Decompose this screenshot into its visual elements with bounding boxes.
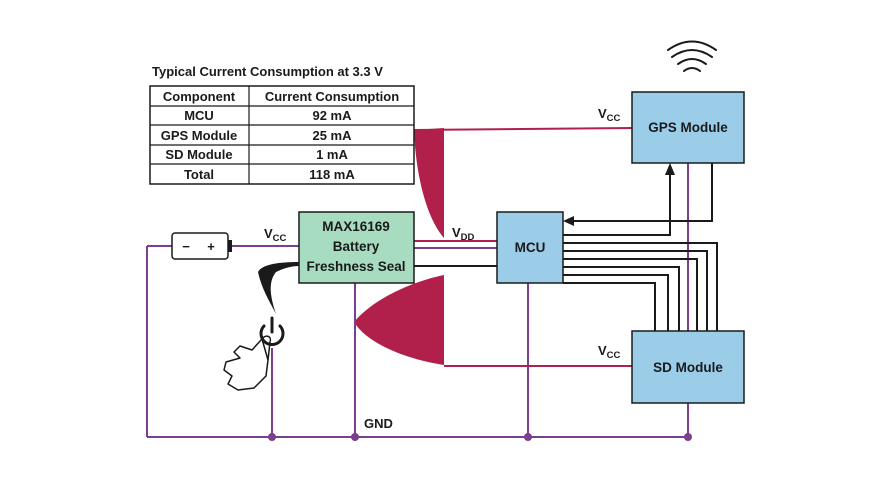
switch-lever <box>258 262 299 314</box>
gnd-bus <box>146 163 689 438</box>
callout-wedge-upper <box>414 128 444 238</box>
battery-minus: − <box>182 239 190 254</box>
vcc-label-gps: VCC <box>598 106 621 124</box>
signal-lines <box>414 163 718 331</box>
table-header-component: Component <box>163 89 236 104</box>
gnd-label: GND <box>364 416 393 431</box>
table-header-consumption: Current Consumption <box>265 89 399 104</box>
vcc-label-sd: VCC <box>598 343 621 361</box>
arrow-into-gps <box>665 163 675 175</box>
junction-dot <box>268 433 276 441</box>
gps-label: GPS Module <box>648 120 728 135</box>
vcc-label-battery: VCC <box>264 226 287 244</box>
sd-module-block: SD Module <box>631 330 745 404</box>
gnd-junctions <box>268 433 692 441</box>
mcu-block: MCU <box>496 211 564 284</box>
gps-module-block: GPS Module <box>631 91 745 164</box>
battery-icon: − + <box>171 232 232 260</box>
hand-pointer-icon <box>223 335 272 391</box>
sd-label: SD Module <box>653 360 723 375</box>
current-callout-wedges <box>354 128 444 365</box>
current-table: Typical Current Consumption at 3.3 V Com… <box>149 64 415 185</box>
battery-plus: + <box>207 239 215 254</box>
signal-arrows <box>563 163 675 226</box>
table-cell: GPS Module <box>161 128 238 143</box>
junction-dot <box>684 433 692 441</box>
table-title: Typical Current Consumption at 3.3 V <box>152 64 383 79</box>
power-button-icon <box>259 316 285 346</box>
max16169-label-line1: MAX16169 <box>322 219 390 234</box>
table-frame <box>149 85 415 185</box>
junction-dot <box>524 433 532 441</box>
vcc-lines <box>413 127 633 367</box>
table-cell: SD Module <box>165 147 232 162</box>
table-cell: 25 mA <box>312 128 352 143</box>
table-cell: 1 mA <box>316 147 348 162</box>
mcu-label: MCU <box>515 240 546 255</box>
vdd-label: VDD <box>452 225 475 243</box>
arrow-into-mcu <box>563 216 574 226</box>
table-cell: Total <box>184 167 214 182</box>
callout-wedge-lower <box>354 275 444 365</box>
junction-dot <box>351 433 359 441</box>
wireless-signal-icon <box>667 40 717 72</box>
max16169-block: MAX16169 Battery Freshness Seal <box>298 211 415 284</box>
max16169-label-line3: Freshness Seal <box>306 259 405 274</box>
table-cell: 92 mA <box>312 108 352 123</box>
table-cell: 118 mA <box>309 167 355 182</box>
max16169-label-line2: Battery <box>333 239 380 254</box>
table-cell: MCU <box>184 108 214 123</box>
